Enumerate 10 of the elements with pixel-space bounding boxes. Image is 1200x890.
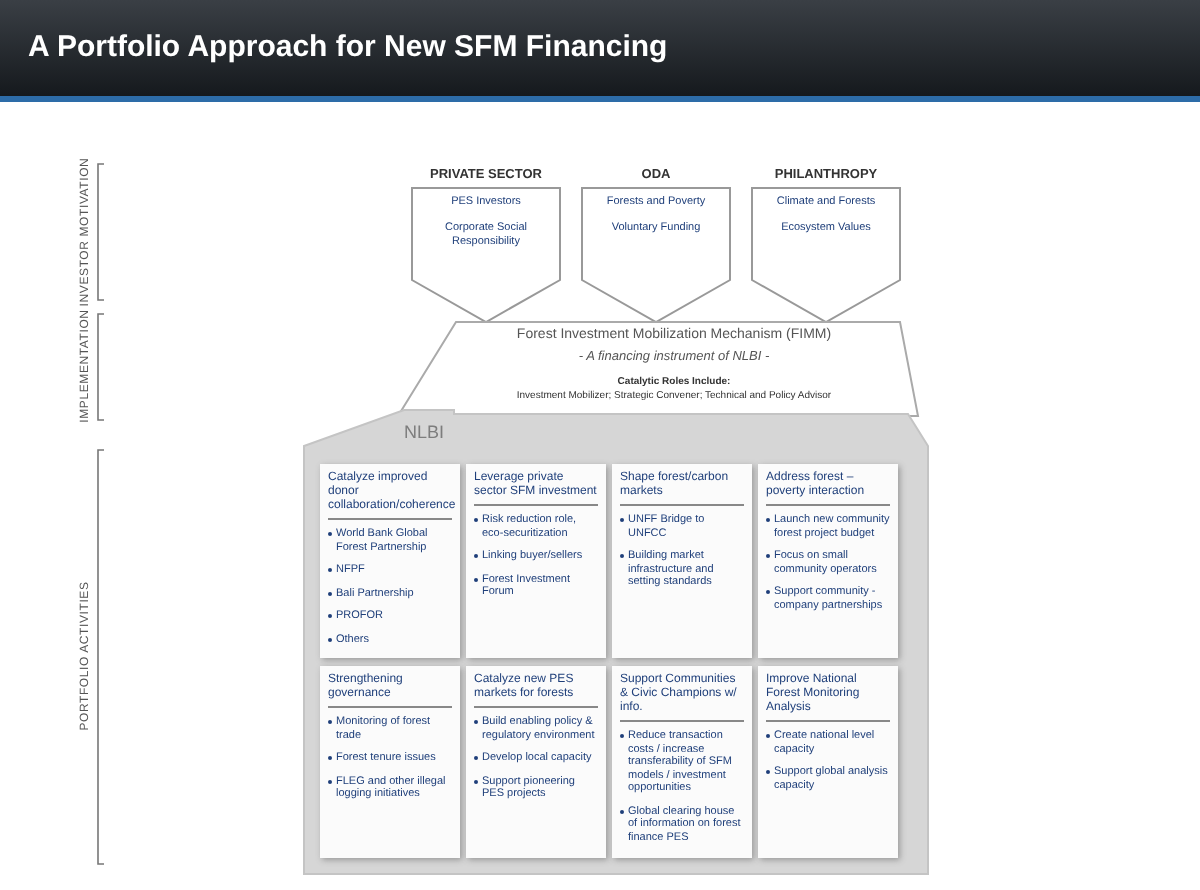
activity-card <box>320 666 460 858</box>
activity-card <box>612 666 752 858</box>
activity-card <box>320 464 460 658</box>
panel-label: NLBI <box>404 422 445 442</box>
activity-card <box>758 464 898 658</box>
activity-card <box>758 666 898 858</box>
activity-card <box>612 464 752 658</box>
slide-title: A Portfolio Approach for New SFM Financing <box>28 30 668 64</box>
activity-card <box>466 464 606 658</box>
activity-card <box>466 666 606 858</box>
